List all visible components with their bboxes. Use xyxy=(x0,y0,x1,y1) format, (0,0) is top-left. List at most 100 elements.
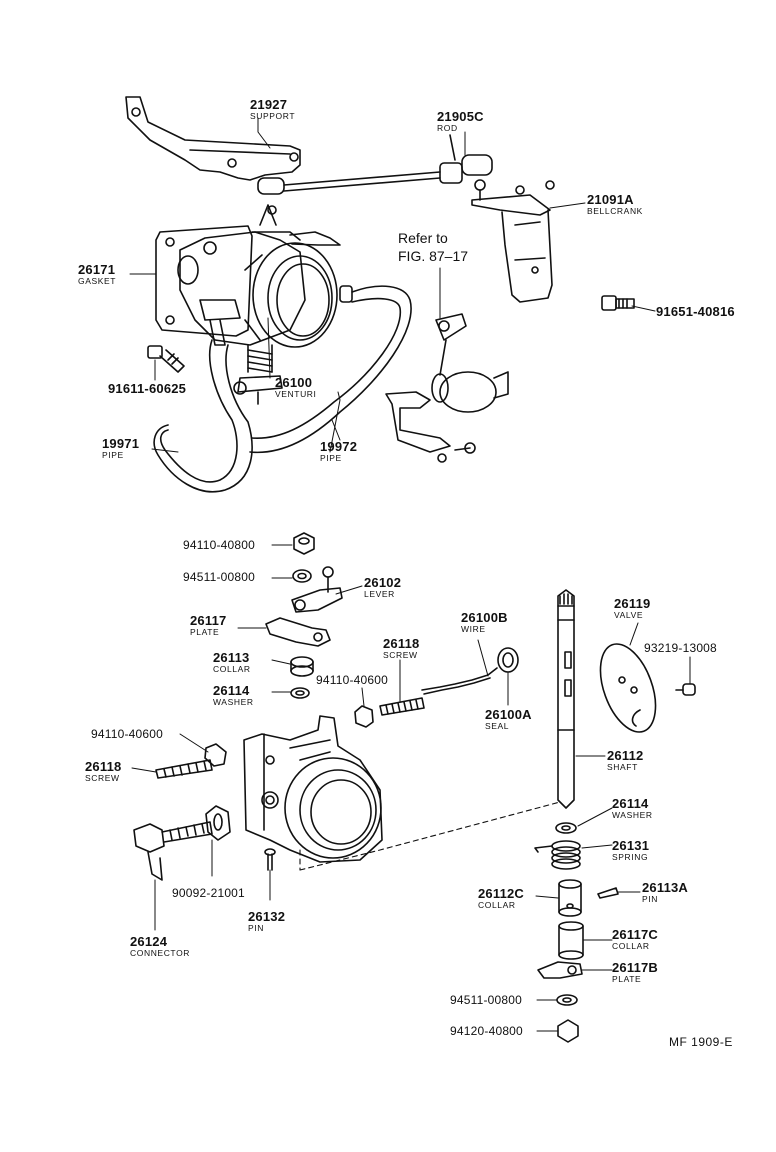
callout-26117c: 26117C COLLAR xyxy=(612,928,658,951)
lever-26102 xyxy=(291,566,343,613)
callout-26112: 26112 SHAFT xyxy=(607,749,643,772)
nut-94110-40600-center xyxy=(354,705,374,728)
part-number: 94511-00800 xyxy=(450,993,523,1007)
nut-94110-40600-left xyxy=(204,743,227,767)
callout-26113a: 26113A PIN xyxy=(642,881,688,904)
callout-93219: 93219-13008 xyxy=(644,642,717,654)
part-name: SUPPORT xyxy=(250,111,296,121)
bolt-91651 xyxy=(601,295,635,311)
part-number: 26114 xyxy=(213,683,250,698)
callout-26132: 26132 PIN xyxy=(248,910,285,933)
throttle-body-lower xyxy=(243,715,383,863)
part-number: 94110-40800 xyxy=(183,538,256,552)
shaft-26112 xyxy=(557,589,575,809)
screw-26118-center xyxy=(379,697,425,716)
callout-26119: 26119 VALVE xyxy=(614,597,650,620)
part-number: 26132 xyxy=(248,909,286,924)
part-number: 26119 xyxy=(614,596,651,611)
nut-94110-40800 xyxy=(293,532,315,555)
part-number: 90092-21001 xyxy=(172,886,245,900)
part-number: 93219-13008 xyxy=(644,641,717,655)
part-name: PLATE xyxy=(190,627,220,637)
support-bracket xyxy=(125,96,301,181)
part-name: SCREW xyxy=(85,773,120,783)
part-name: WASHER xyxy=(213,697,254,707)
pin-26113a xyxy=(597,887,619,899)
part-number: 94110-40600 xyxy=(91,727,164,741)
screw-93219 xyxy=(675,683,696,696)
callout-19971: 19971 PIPE xyxy=(102,437,139,460)
collar-26112c xyxy=(558,879,582,917)
part-name: LEVER xyxy=(364,589,395,599)
throttle-body-upper xyxy=(177,204,341,348)
part-name: BELLCRANK xyxy=(587,206,643,216)
screw-26118-left xyxy=(155,759,213,779)
part-number: 26100A xyxy=(485,707,532,722)
reference-line-2: FIG. 87–17 xyxy=(398,248,469,264)
part-number: 26100B xyxy=(461,610,508,625)
part-name: ROD xyxy=(437,123,458,133)
part-number: 26113A xyxy=(642,880,689,895)
part-number: 26114 xyxy=(612,796,649,811)
nut-94120 xyxy=(557,1019,579,1043)
part-number: 26118 xyxy=(85,759,122,774)
reference-line-1: Refer to xyxy=(398,230,448,246)
gasket xyxy=(155,225,253,337)
venturi-spring-stack xyxy=(233,344,283,405)
reference-note: Refer to FIG. 87–17 xyxy=(398,231,468,263)
part-name: COLLAR xyxy=(213,664,251,674)
spring-26131 xyxy=(534,840,581,870)
part-name: GASKET xyxy=(78,276,117,286)
washer-94511-lower xyxy=(556,994,578,1006)
callout-26131: 26131 SPRING xyxy=(612,839,649,862)
part-name: SEAL xyxy=(485,721,510,731)
part-number: 26118 xyxy=(383,636,420,651)
pipe-19972 xyxy=(249,285,412,454)
callout-94110-40600-left: 94110-40600 xyxy=(91,728,163,740)
part-number: 94120-40800 xyxy=(450,1024,523,1038)
part-number: 21905C xyxy=(437,109,484,124)
washer-94511-upper xyxy=(292,569,312,583)
part-name: PIPE xyxy=(102,450,124,460)
part-name: WIRE xyxy=(461,624,486,634)
diaphragm-assembly xyxy=(385,313,509,463)
callout-94110-40800: 94110-40800 xyxy=(183,539,255,551)
callout-26114-lower: 26114 WASHER xyxy=(612,797,653,820)
part-name: COLLAR xyxy=(478,900,516,910)
part-name: PIN xyxy=(248,923,264,933)
part-number: 26171 xyxy=(78,262,116,277)
callout-94511-lower: 94511-00800 xyxy=(450,994,522,1006)
part-number: 19971 xyxy=(102,436,140,451)
part-number: 26112C xyxy=(478,886,525,901)
part-name: PLATE xyxy=(612,974,642,984)
part-number: 21927 xyxy=(250,97,288,112)
figure-code: MF 1909-E xyxy=(669,1035,733,1049)
part-number: 94110-40600 xyxy=(316,673,389,687)
callout-26100a: 26100A SEAL xyxy=(485,708,532,731)
callout-26113: 26113 COLLAR xyxy=(213,651,251,674)
callout-90092: 90092-21001 xyxy=(172,887,245,899)
callout-94120: 94120-40800 xyxy=(450,1025,523,1037)
part-number: 21091A xyxy=(587,192,634,207)
part-name: SCREW xyxy=(383,650,418,660)
plate-26117b xyxy=(537,961,583,979)
rod xyxy=(257,134,493,195)
part-number: 26124 xyxy=(130,934,168,949)
part-number: 19972 xyxy=(320,439,358,454)
callout-91611: 91611-60625 xyxy=(108,382,186,395)
collar-26117c xyxy=(558,921,584,960)
part-name: CONNECTOR xyxy=(130,948,191,958)
plate-26117 xyxy=(265,617,331,647)
callout-26100: 26100 VENTURI xyxy=(275,376,317,399)
part-number: 26117B xyxy=(612,960,659,975)
callout-21905c: 21905C ROD xyxy=(437,110,484,133)
bolt-91611 xyxy=(147,345,185,373)
leader-lines xyxy=(129,117,691,1032)
callout-26117b: 26117B PLATE xyxy=(612,961,658,984)
part-number: 26112 xyxy=(607,748,644,763)
wire-26100b xyxy=(421,667,498,695)
part-number: 91651-40816 xyxy=(656,304,735,319)
part-name: VENTURI xyxy=(275,389,317,399)
part-name: PIPE xyxy=(320,453,342,463)
